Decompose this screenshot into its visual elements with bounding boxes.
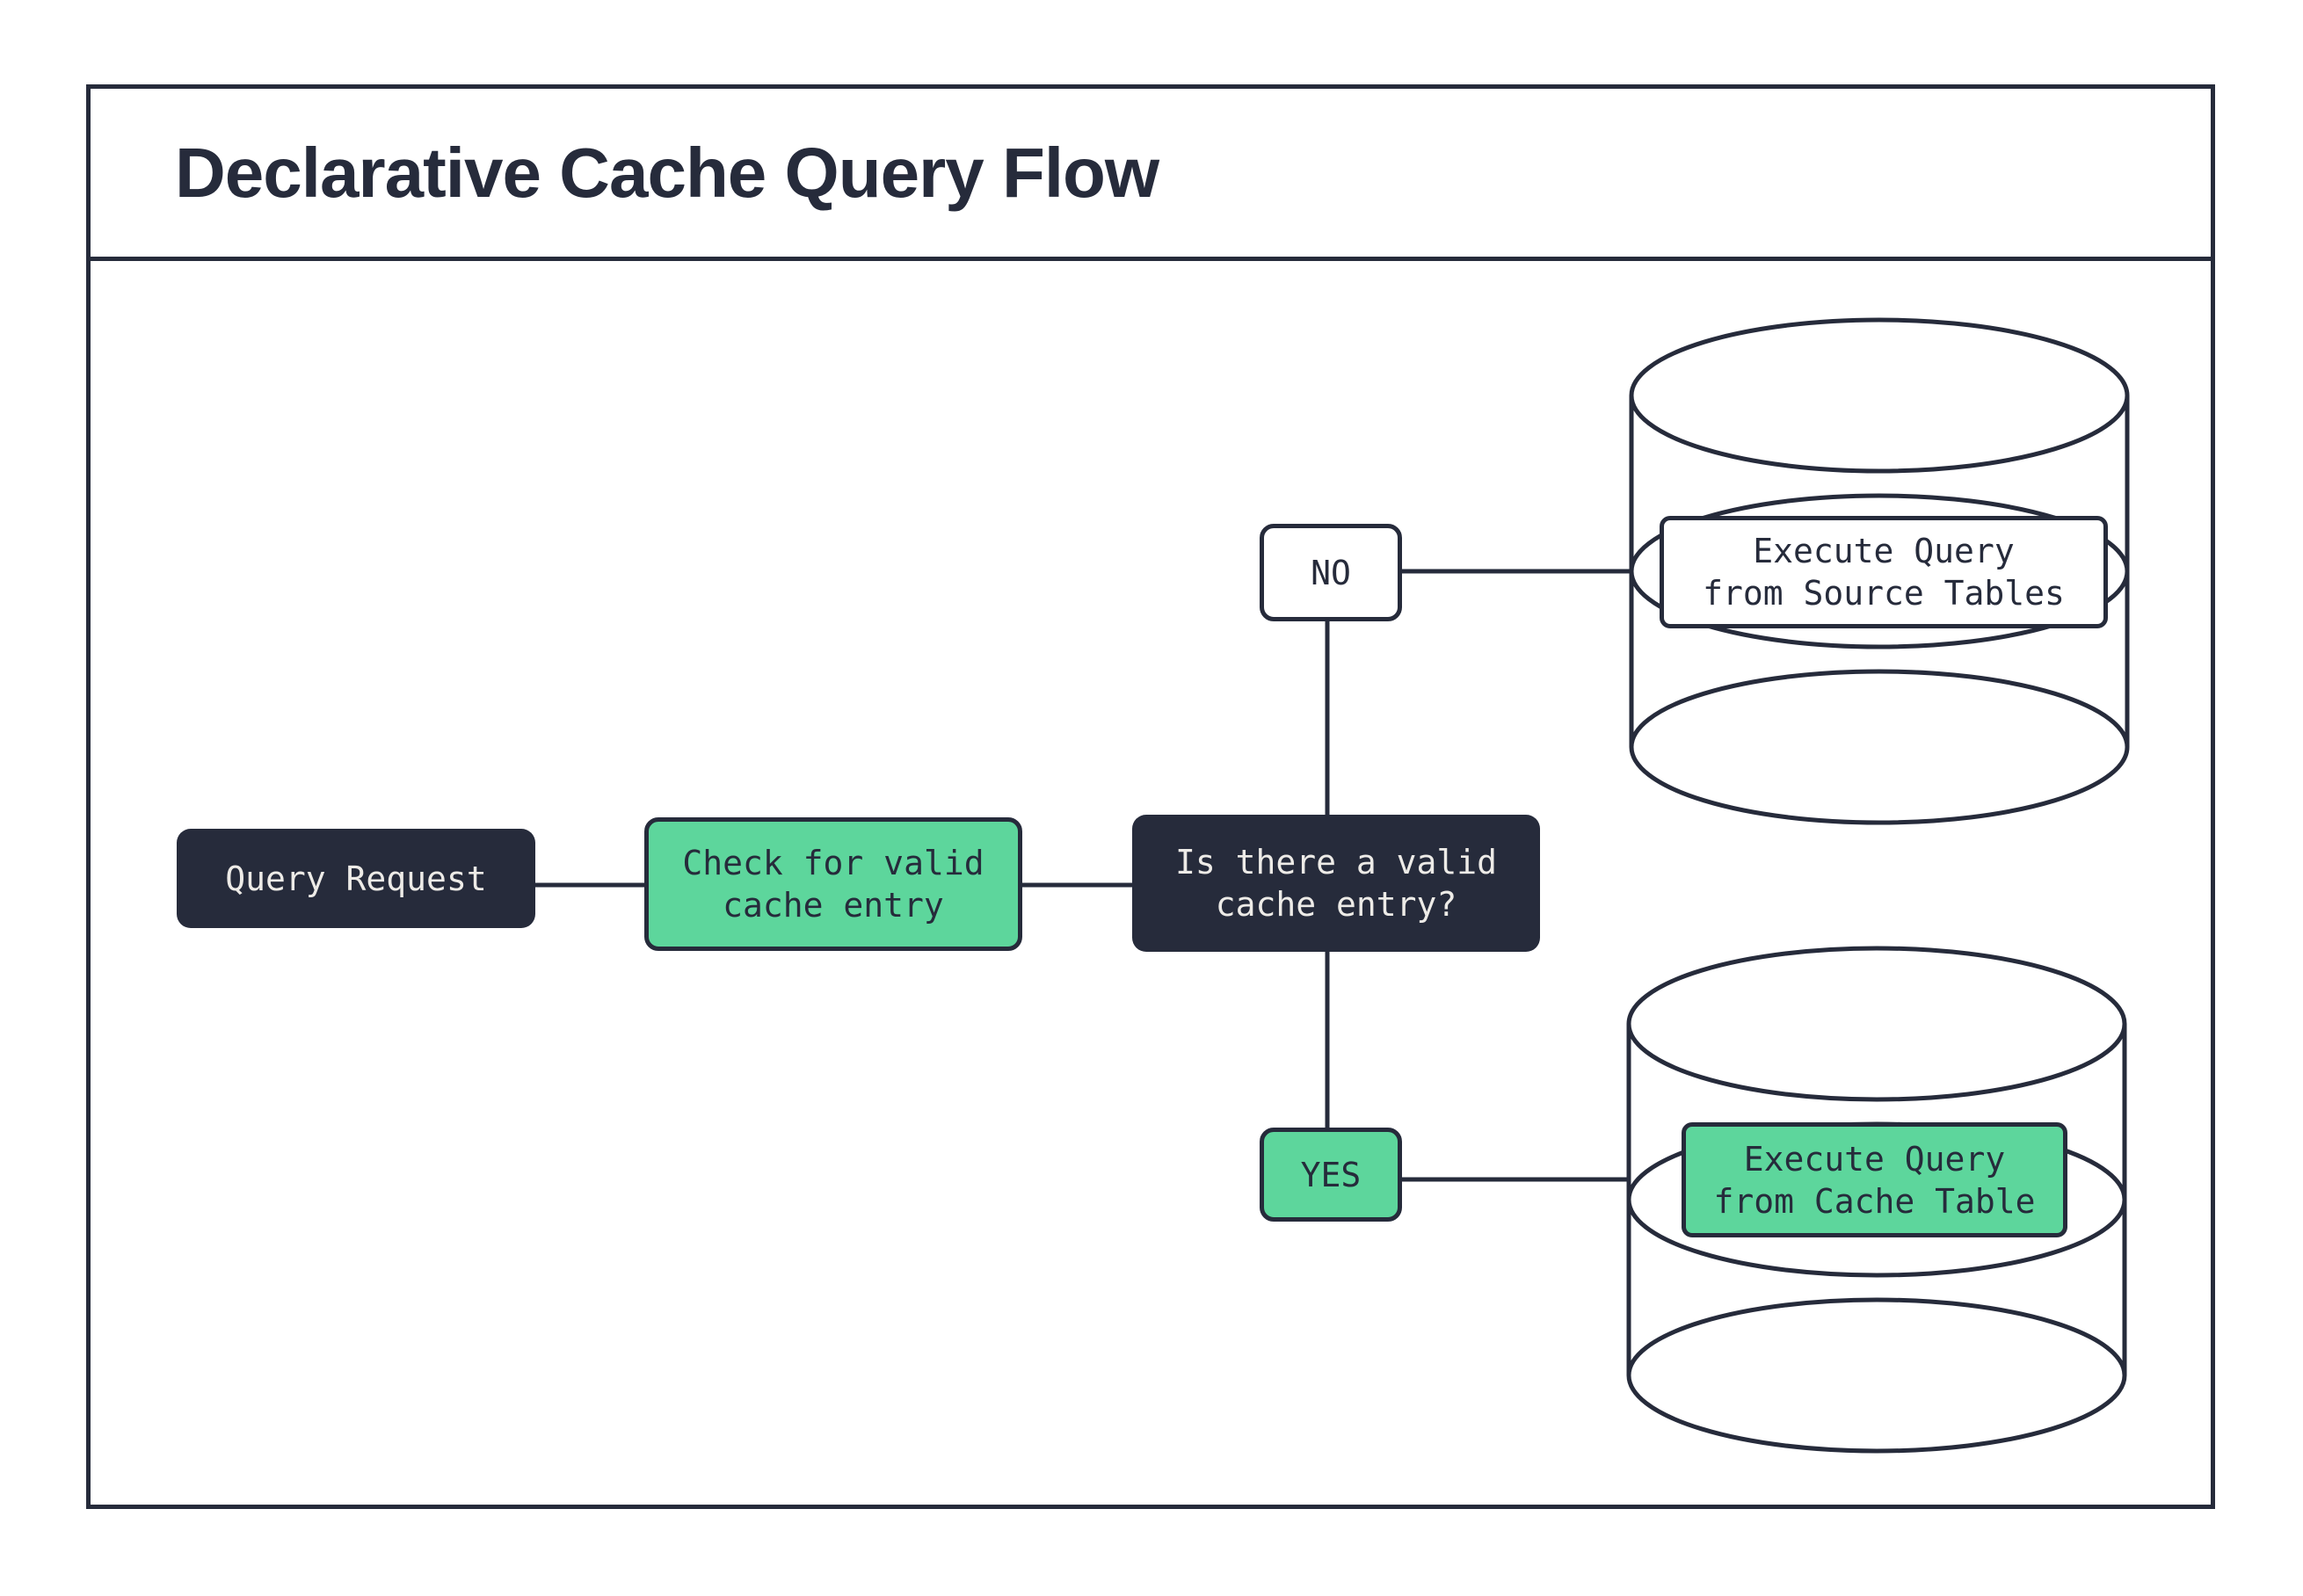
node-check-cache-line1: Check for valid [682, 844, 984, 882]
node-execute-source-line1: Execute Query [1753, 532, 2015, 570]
node-check-cache-line2: cache entry [723, 886, 944, 925]
node-execute-cache-table: Execute Query from Cache Table [1682, 1122, 2067, 1237]
node-check-cache: Check for valid cache entry [644, 817, 1022, 951]
node-decision-line1: Is there a valid [1174, 843, 1498, 881]
node-no-branch: NO [1260, 524, 1402, 621]
node-execute-cache-line1: Execute Query [1743, 1139, 2006, 1179]
node-execute-source-tables: Execute Query from Source Tables [1660, 516, 2108, 628]
node-query-request: Query Request [177, 829, 535, 928]
node-decision-line2: cache entry? [1215, 885, 1457, 924]
node-execute-source-line2: from Source Tables [1703, 574, 2065, 613]
database-cylinder-source-icon [1629, 317, 2130, 825]
node-execute-cache-line2: from Cache Table [1713, 1181, 2036, 1221]
node-decision-valid-cache: Is there a valid cache entry? [1132, 815, 1540, 952]
node-query-request-label: Query Request [225, 859, 487, 898]
node-no-branch-label: NO [1311, 553, 1351, 592]
node-yes-branch: YES [1260, 1128, 1402, 1222]
node-yes-branch-label: YES [1300, 1155, 1362, 1194]
